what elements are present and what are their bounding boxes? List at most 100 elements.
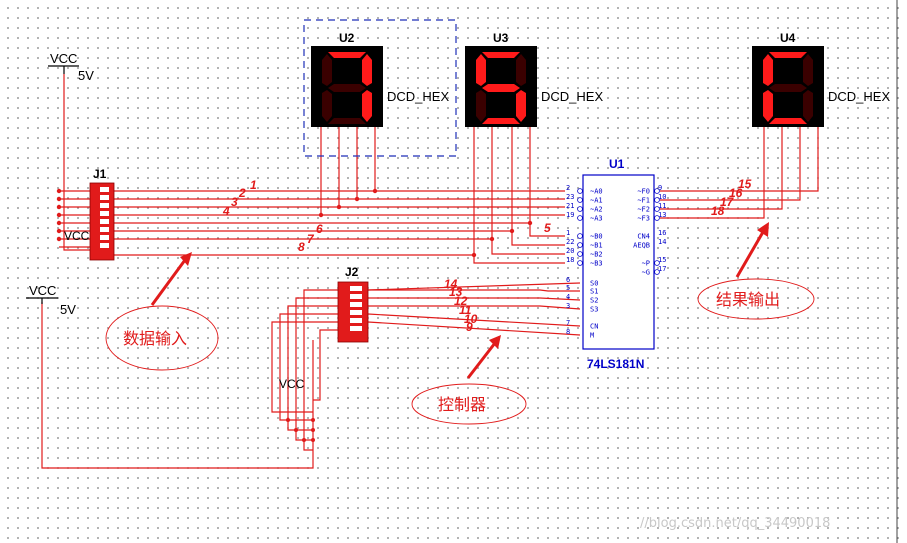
u4-ref: U4 bbox=[780, 31, 796, 45]
net-label: 9 bbox=[466, 320, 473, 334]
segment-c bbox=[516, 90, 526, 122]
u1-pin-name: S2 bbox=[590, 297, 598, 305]
u1-pin-number: 3 bbox=[566, 302, 570, 310]
u1-pin-name: ~P bbox=[642, 260, 650, 268]
segment-a bbox=[769, 52, 807, 58]
net-label: 16 bbox=[729, 186, 743, 200]
u1-pin-number: 13 bbox=[658, 211, 666, 219]
watermark: //blog.csdn.net/qq_34490018 bbox=[640, 516, 830, 531]
annotation-result-output: 结果输出 bbox=[697, 222, 815, 320]
segment-d bbox=[769, 118, 807, 124]
dip-switch-j2[interactable]: J2 VCC bbox=[279, 265, 369, 391]
u1-pin-bubble bbox=[577, 197, 583, 203]
segment-b bbox=[803, 54, 813, 86]
u1-pin-bubble bbox=[577, 188, 583, 194]
segment-f bbox=[476, 54, 486, 86]
annotation-data-input-text: 数据输入 bbox=[123, 329, 187, 348]
annotation-controller-text: 控制器 bbox=[438, 395, 486, 414]
u1-pin-name: ~A0 bbox=[590, 188, 603, 196]
u3-segments bbox=[476, 52, 526, 124]
u1-pin-number: 16 bbox=[658, 229, 666, 237]
j1-ref: J1 bbox=[93, 167, 107, 181]
annotation-result-output-text: 结果输出 bbox=[716, 290, 780, 309]
net-label: 17 bbox=[720, 195, 735, 209]
net-label: 11 bbox=[459, 303, 472, 317]
u1-pin-name: ~A2 bbox=[590, 206, 603, 214]
vcc-bottom[interactable]: VCC 5V bbox=[26, 283, 76, 317]
segment-d bbox=[328, 118, 366, 124]
net-label: 8 bbox=[298, 240, 305, 254]
u1-pin-number: 1 bbox=[566, 229, 570, 237]
u1-pin-bubble bbox=[654, 260, 660, 266]
u1-pin-number: 11 bbox=[658, 202, 666, 210]
segment-a bbox=[482, 52, 520, 58]
segment-g bbox=[769, 84, 807, 92]
wire-f3 bbox=[660, 127, 765, 219]
dip-switch-j1[interactable]: J1 VCC bbox=[64, 167, 115, 261]
alu-chip-u1[interactable]: U1 2~A023~A121~A219~A31~B022~B120~B218~B… bbox=[566, 157, 666, 371]
u2-ref: U2 bbox=[339, 31, 355, 45]
u1-pin-name: ~G bbox=[642, 269, 650, 277]
u1-ref: U1 bbox=[609, 157, 625, 171]
u1-pin-bubble bbox=[654, 197, 660, 203]
u1-pin-number: 4 bbox=[566, 293, 570, 301]
segment-a bbox=[328, 52, 366, 58]
u1-pin-number: 21 bbox=[566, 202, 574, 210]
segment-e bbox=[322, 90, 332, 122]
u1-pin-name: S3 bbox=[590, 306, 598, 314]
wire-f2 bbox=[660, 127, 783, 210]
u1-pin-number: 7 bbox=[566, 319, 570, 327]
segment-b bbox=[362, 54, 372, 86]
net-label: 6 bbox=[316, 222, 323, 236]
hex-display-u2[interactable]: U2 DCD_HEX bbox=[311, 31, 449, 127]
u4-type: DCD_HEX bbox=[828, 89, 890, 104]
u1-pin-name: ~F2 bbox=[637, 206, 650, 214]
arrowhead-icon bbox=[757, 222, 769, 237]
net-label: 2 bbox=[238, 186, 246, 200]
segment-f bbox=[322, 54, 332, 86]
annotation-controller: 控制器 bbox=[411, 335, 527, 425]
net-label: 7 bbox=[307, 232, 315, 246]
u1-pin-name: ~F3 bbox=[637, 215, 650, 223]
annotation-ellipse bbox=[105, 305, 219, 371]
u1-pin-name: S0 bbox=[590, 280, 598, 288]
u1-pin-number: 18 bbox=[566, 256, 574, 264]
vcc-top-label: VCC bbox=[50, 51, 77, 66]
arrow-icon bbox=[150, 259, 187, 306]
u1-pin-name: ~F0 bbox=[637, 188, 650, 196]
segment-d bbox=[482, 118, 520, 124]
u1-pin-name: ~A1 bbox=[590, 197, 603, 205]
wire-b1 bbox=[114, 230, 565, 246]
u3-ref: U3 bbox=[493, 31, 509, 45]
u1-pin-number: 6 bbox=[566, 276, 570, 284]
annotation-ellipse bbox=[697, 278, 815, 320]
hex-display-u4[interactable]: U4 DCD_HEX bbox=[752, 31, 890, 127]
net-label: 1 bbox=[250, 178, 257, 192]
segment-c bbox=[362, 90, 372, 122]
u1-pin-number: 19 bbox=[566, 211, 574, 219]
u1-pin-bubble bbox=[654, 269, 660, 275]
u1-pin-number: 14 bbox=[658, 238, 666, 246]
u1-pin-name: ~B0 bbox=[590, 233, 603, 241]
u1-pin-name: CN bbox=[590, 323, 598, 331]
u1-pin-name: ~B3 bbox=[590, 260, 603, 268]
u1-pin-name: AEQB bbox=[633, 242, 650, 250]
vcc-top[interactable]: VCC 5V bbox=[48, 51, 94, 83]
junctions bbox=[56, 188, 533, 442]
u1-pin-name: ~A3 bbox=[590, 215, 603, 223]
u1-pin-number: 20 bbox=[566, 247, 574, 255]
wire-vcc-j1 bbox=[63, 74, 90, 251]
wire-f1 bbox=[660, 127, 801, 201]
net-labels: 1 2 3 4 5 6 7 8 9 10 11 12 13 14 15 16 1… bbox=[222, 177, 752, 334]
segment-c bbox=[803, 90, 813, 122]
u1-pin-number: 8 bbox=[566, 328, 570, 336]
u1-pin-name: ~B2 bbox=[590, 251, 603, 259]
arrow-icon bbox=[466, 342, 497, 379]
hex-display-u3[interactable]: U3 DCD_HEX bbox=[465, 31, 603, 127]
u1-pin-number: 17 bbox=[658, 265, 666, 273]
vcc-top-voltage: 5V bbox=[78, 68, 94, 83]
j1-vcc-label: VCC bbox=[64, 229, 90, 243]
